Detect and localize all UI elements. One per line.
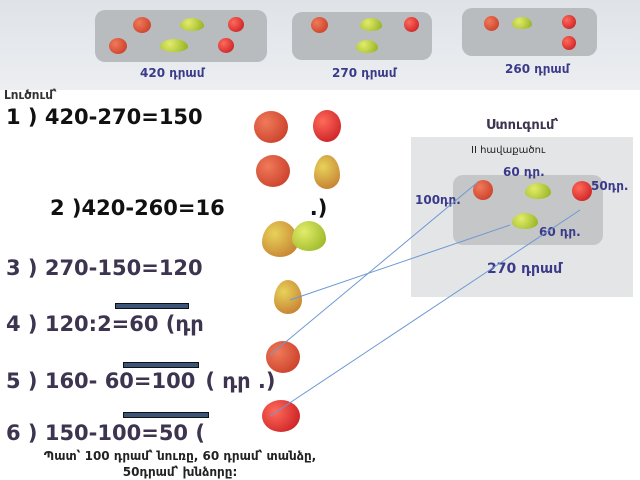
textbook-header-photo: 420 դրամ 270 դրամ 260 դրամ [0,0,640,90]
pear-icon [360,18,382,31]
apple-icon [572,181,592,201]
apple-icon [262,400,300,432]
equation-5-text: 5 ) 160- 60=100 [6,369,196,393]
pomegranate-icon [473,180,493,200]
equation-3: 3 ) 270-150=120 [6,256,203,280]
pear-icon [292,221,326,251]
apple-icon [228,17,244,32]
check-subtitle: II հավաքածու [471,145,546,156]
apple-icon [562,15,576,29]
solution-heading: Լուծում՝ [4,88,57,102]
pomegranate-price: 100դր. [415,193,461,207]
answer-line-1: Պատ՝ 100 դրամ՝ նուռը, 60 դրամ՝ տանձը, [43,449,317,463]
equation-5: 5 ) 160- 60=100 ( դր .) [6,369,276,393]
check-heading: Ստուգում՝ [486,118,559,133]
pomegranate-icon [133,17,151,33]
equation-2-tail: .) [309,196,328,220]
apple-price: 50դր. [591,179,629,193]
pear-icon [160,39,188,52]
pear-icon [512,17,532,29]
underline [123,362,199,368]
check-total: 270 դրամ [487,261,563,277]
basket-3 [462,8,597,56]
pomegranate-icon [254,111,288,143]
pear-icon [274,280,302,314]
answer: Պատ՝ 100 դրամ՝ նուռը, 60 դրամ՝ տանձը, 50… [0,448,360,480]
check-textbook-photo: II հավաքածու 100դր. 60 դր. 50դր. 60 դր. … [411,137,633,297]
apple-icon [404,17,419,32]
basket-2-price: 270 դրամ [332,66,397,80]
pear-icon [180,18,204,31]
basket-1-price: 420 դրամ [140,66,205,80]
apple-icon [218,38,234,53]
pomegranate-icon [484,16,499,31]
basket-3-price: 260 դրամ [505,62,570,76]
equation-4: 4 ) 120:2=60 (դր [6,312,204,336]
pomegranate-icon [266,341,300,373]
equation-6: 6 ) 150-100=50 ( [6,421,205,445]
pear-bottom-price: 60 դր. [539,225,581,239]
pear-top-price: 60 դր. [503,165,545,179]
apple-icon [562,36,576,50]
equation-2: 2 )420-260=16.) [50,196,327,220]
pear-icon [314,155,340,189]
underline [123,412,209,418]
equation-5-tail: ( դր .) [205,369,276,393]
equation-2-text: 2 )420-260=16 [50,196,225,220]
apple-icon [313,110,341,142]
pear-icon [512,213,538,229]
pomegranate-icon [311,17,328,33]
pomegranate-icon [109,38,127,54]
equation-1: 1 ) 420-270=150 [6,105,203,129]
pear-icon [356,40,378,53]
pomegranate-icon [256,155,290,187]
answer-line-2: 50դրամ՝ խնձորը: [122,465,238,479]
underline [115,303,189,309]
pear-icon [525,183,551,199]
